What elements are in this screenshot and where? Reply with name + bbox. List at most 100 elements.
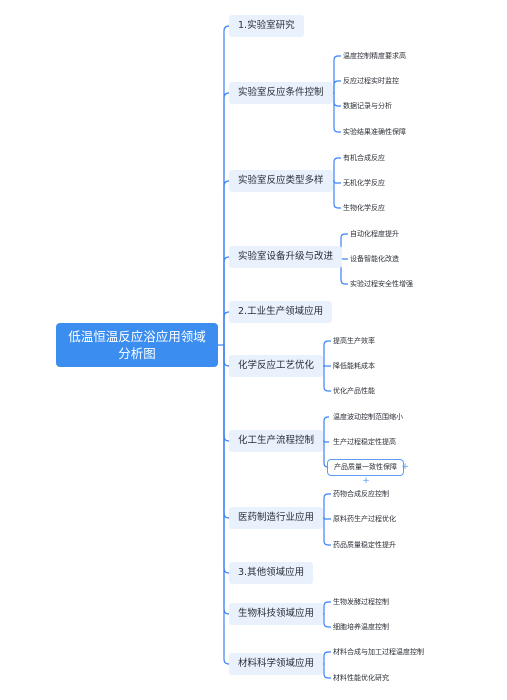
category-lab-research[interactable]: 1.实验室研究	[229, 15, 304, 37]
connector	[323, 440, 329, 443]
leaf-label: 数据记录与分析	[343, 102, 392, 110]
category-label: 2.工业生产领域应用	[238, 306, 324, 317]
group-lab-conditions[interactable]: 实验室反应条件控制	[229, 82, 333, 104]
leaf-node[interactable]: 材料合成与加工过程温度控制	[333, 645, 424, 659]
connector	[323, 493, 331, 518]
group-label: 化工生产流程控制	[238, 435, 315, 446]
leaf-label: 原料药生产过程优化	[333, 515, 396, 523]
connector	[323, 664, 331, 679]
connector	[333, 157, 341, 181]
connector	[223, 256, 230, 345]
leaf-node[interactable]: 药品质量稳定性提升	[333, 538, 396, 552]
root-node[interactable]: 低温恒温反应浴应用领域分析图	[56, 323, 218, 367]
leaf-node-selected[interactable]: 产品质量一致性保障	[327, 459, 404, 476]
connector	[323, 416, 329, 441]
leaf-node[interactable]: 药物合成反应控制	[333, 487, 389, 501]
leaf-label: 温度波动控制范围缩小	[333, 413, 403, 421]
leaf-node[interactable]: 设备智能化改造	[350, 252, 399, 266]
connector	[333, 181, 341, 209]
leaf-label: 实验过程安全性增强	[350, 280, 413, 288]
leaf-node[interactable]: 优化产品性能	[333, 384, 375, 398]
leaf-node[interactable]: 提高生产效率	[333, 334, 375, 348]
group-label: 实验室反应类型多样	[238, 175, 324, 186]
leaf-node[interactable]: 无机化学反应	[343, 176, 385, 190]
group-label: 生物科技领域应用	[238, 608, 315, 619]
group-label: 医药制造行业应用	[238, 512, 315, 523]
group-label: 化学反应工艺优化	[238, 360, 315, 371]
root-label: 低温恒温反应浴应用领域分析图	[68, 329, 206, 361]
group-label: 实验室设备升级与改进	[238, 251, 334, 262]
group-biotech[interactable]: 生物科技领域应用	[229, 603, 324, 625]
leaf-node[interactable]: 生物化学反应	[343, 201, 385, 215]
leaf-node[interactable]: 温度波动控制范围缩小	[333, 410, 403, 424]
leaf-node[interactable]: 生物发酵过程控制	[333, 595, 389, 609]
add-sibling-icon[interactable]: +	[401, 462, 409, 472]
connector	[333, 55, 341, 93]
leaf-node[interactable]: 有机合成反应	[343, 151, 385, 165]
leaf-label: 生产过程稳定性提高	[333, 438, 396, 446]
category-other[interactable]: 3.其他领域应用	[229, 562, 314, 584]
leaf-label: 生物化学反应	[343, 204, 385, 212]
connector	[323, 340, 331, 366]
leaf-node[interactable]: 降低能耗成本	[333, 359, 375, 373]
leaf-label: 实验结果准确性保障	[343, 128, 406, 136]
connector	[323, 517, 331, 520]
group-process-optimization[interactable]: 化学反应工艺优化	[229, 355, 324, 377]
leaf-node[interactable]: 实验过程安全性增强	[350, 277, 413, 291]
leaf-label: 药物合成反应控制	[333, 490, 389, 498]
leaf-node[interactable]: 材料性能优化研究	[333, 671, 389, 685]
leaf-label: 生物发酵过程控制	[333, 598, 389, 606]
leaf-node[interactable]: 反应过程实时监控	[343, 74, 399, 88]
leaf-label: 材料合成与加工过程温度控制	[333, 648, 424, 656]
connector	[333, 93, 341, 107]
add-child-icon[interactable]: +	[362, 476, 370, 486]
group-lab-equipment[interactable]: 实验室设备升级与改进	[229, 246, 343, 268]
group-label: 实验室反应条件控制	[238, 87, 324, 98]
group-pharma[interactable]: 医药制造行业应用	[229, 507, 324, 529]
connector	[323, 614, 331, 628]
connector	[323, 601, 331, 614]
leaf-node[interactable]: 自动化程度提升	[350, 227, 399, 241]
leaf-node[interactable]: 细胞培养温度控制	[333, 620, 389, 634]
connector	[223, 180, 230, 345]
leaf-node[interactable]: 温度控制精度要求高	[343, 49, 406, 63]
connector	[340, 257, 348, 285]
category-industrial[interactable]: 2.工业生产领域应用	[229, 301, 333, 323]
leaf-label: 无机化学反应	[343, 179, 385, 187]
leaf-node[interactable]: 实验结果准确性保障	[343, 125, 406, 139]
connector	[340, 233, 348, 257]
leaf-label: 设备智能化改造	[350, 255, 399, 263]
group-process-control[interactable]: 化工生产流程控制	[229, 430, 324, 452]
connector	[223, 345, 230, 665]
leaf-label: 药品质量稳定性提升	[333, 541, 396, 549]
leaf-label: 产品质量一致性保障	[334, 463, 397, 471]
leaf-label: 有机合成反应	[343, 154, 385, 162]
leaf-label: 提高生产效率	[333, 337, 375, 345]
connector	[333, 180, 341, 184]
leaf-node[interactable]: 数据记录与分析	[343, 99, 392, 113]
leaf-label: 优化产品性能	[333, 387, 375, 395]
connector	[323, 518, 331, 546]
connector	[340, 256, 348, 260]
leaf-node[interactable]: 原料药生产过程优化	[333, 512, 396, 526]
leaf-node[interactable]: 生产过程稳定性提高	[333, 435, 396, 449]
connector	[223, 25, 230, 345]
leaf-label: 自动化程度提升	[350, 230, 399, 238]
connector	[333, 93, 341, 133]
leaf-label: 反应过程实时监控	[343, 77, 399, 85]
connector	[223, 311, 230, 345]
category-label: 3.其他领域应用	[238, 567, 305, 578]
connector	[323, 651, 331, 664]
group-label: 材料科学领域应用	[238, 658, 315, 669]
leaf-label: 细胞培养温度控制	[333, 623, 389, 631]
connector	[223, 345, 230, 574]
connector	[223, 92, 230, 345]
category-label: 1.实验室研究	[238, 20, 295, 31]
leaf-label: 降低能耗成本	[333, 362, 375, 370]
leaf-label: 材料性能优化研究	[333, 674, 389, 682]
group-lab-reaction-types[interactable]: 实验室反应类型多样	[229, 170, 333, 192]
connector	[323, 366, 331, 392]
connector	[333, 80, 341, 93]
leaf-label: 温度控制精度要求高	[343, 52, 406, 60]
group-materials[interactable]: 材料科学领域应用	[229, 653, 324, 675]
